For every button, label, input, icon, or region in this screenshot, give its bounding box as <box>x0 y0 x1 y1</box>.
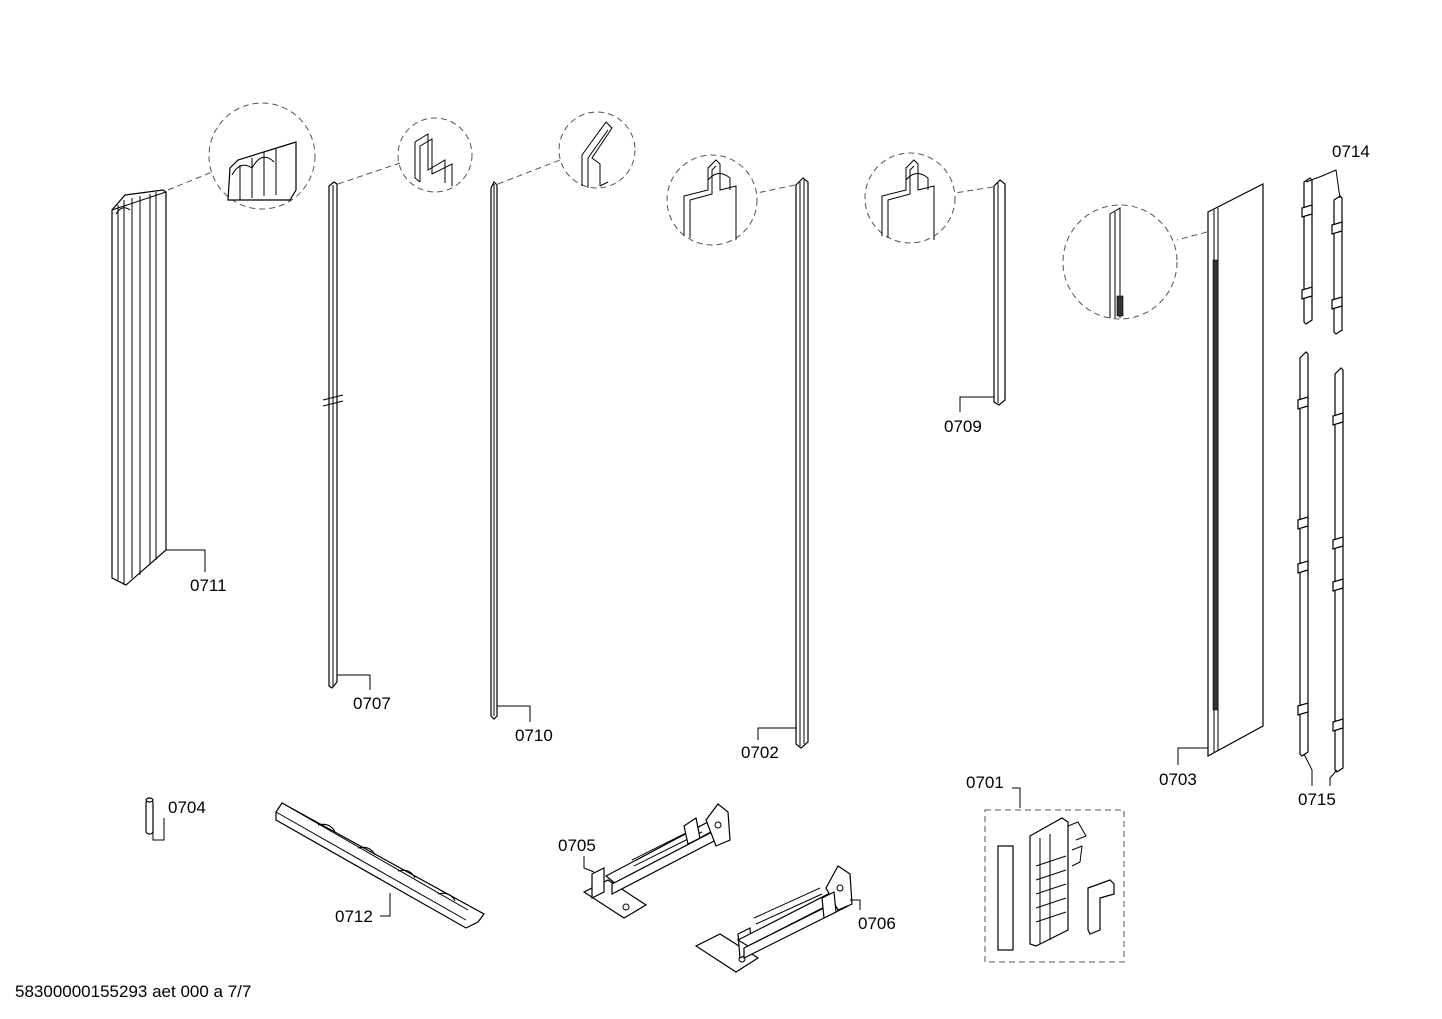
detail-circle-0703 <box>1062 204 1208 320</box>
detail-circle-0710 <box>497 111 636 189</box>
label-0711: 0711 <box>190 576 227 595</box>
part-0703-panel <box>1207 183 1264 758</box>
part-0714-bracket-right <box>1331 195 1343 335</box>
part-0715-rail-left <box>1297 351 1309 757</box>
label-0709: 0709 <box>944 417 982 436</box>
label-0705: 0705 <box>558 836 596 855</box>
label-0714: 0714 <box>1332 142 1370 161</box>
part-0707-strip <box>322 181 344 689</box>
part-0712-rail <box>275 802 485 929</box>
detail-circle-0711 <box>167 102 316 210</box>
part-0715-rail-right <box>1332 367 1344 773</box>
part-0704-pin <box>145 797 154 835</box>
label-0710: 0710 <box>515 726 553 745</box>
part-0702-strip <box>795 177 809 749</box>
part-0701-kit <box>984 809 1125 963</box>
label-0703: 0703 <box>1159 770 1197 789</box>
label-0712: 0712 <box>335 907 373 926</box>
detail-circle-0702 <box>666 154 796 246</box>
part-0711-profile <box>111 189 167 586</box>
label-0707: 0707 <box>353 694 391 713</box>
footer-document-id: 58300000155293 aet 000 a 7/7 <box>15 982 251 1001</box>
label-0702: 0702 <box>741 743 779 762</box>
part-0710-rod <box>490 180 498 720</box>
leader-lines <box>152 169 1341 917</box>
part-0714-bracket-left <box>1301 177 1313 325</box>
label-0701: 0701 <box>966 773 1004 792</box>
part-0706-bracket <box>694 865 853 973</box>
label-0706: 0706 <box>858 914 896 933</box>
part-0705-bracket <box>582 803 731 919</box>
detail-circle-0709 <box>864 152 994 244</box>
part-labels: 0711 0707 0710 0702 0709 0703 0714 0715 … <box>168 142 1370 933</box>
part-0709-strip <box>993 179 1006 406</box>
label-0704: 0704 <box>168 798 206 817</box>
detail-circle-0707 <box>337 117 473 193</box>
label-0715: 0715 <box>1298 790 1336 809</box>
